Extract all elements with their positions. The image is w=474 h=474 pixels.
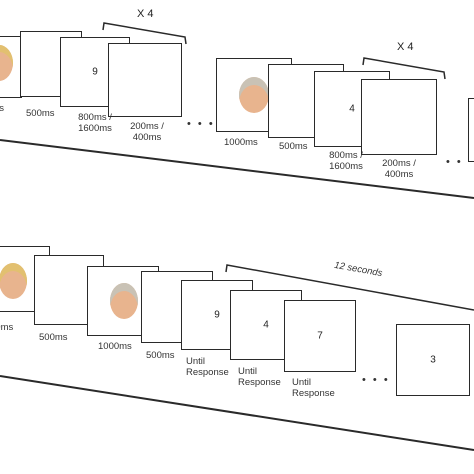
top-label-8: 200ms / 400ms (382, 158, 416, 180)
bottom-digit-1: 9 (214, 309, 220, 321)
bottom-digit-2: 4 (263, 319, 269, 331)
bottom-label-3: 1000ms (98, 341, 132, 352)
top-label-2: 500ms (26, 108, 55, 119)
bottom-label-1: 00ms (0, 322, 14, 333)
top-timeline (0, 139, 474, 199)
bottom-label-7: Until Response (292, 377, 335, 399)
bottom-digit-3: 7 (317, 330, 323, 342)
top-digit-1: 9 (92, 66, 98, 78)
top-ellipsis-1: • • • (187, 118, 215, 130)
top-label-7: 800ms / 1600ms (329, 150, 363, 172)
top-frame-partial (468, 98, 474, 162)
repeat-label-1: X 4 (137, 8, 154, 20)
bottom-label-5: Until Response (186, 356, 229, 378)
top-label-6: 500ms (279, 141, 308, 152)
face-blonde-icon (0, 263, 27, 299)
face-older-man-icon (239, 77, 269, 113)
bottom-label-6: Until Response (238, 366, 281, 388)
bottom-ellipsis: • • • (362, 374, 390, 386)
bottom-label-4: 500ms (146, 350, 175, 361)
bracket-repeat-1 (102, 22, 187, 45)
bracket-duration (225, 264, 474, 311)
bottom-frame-digit-4: 3 (396, 324, 470, 396)
top-ellipsis-2: • • (446, 156, 463, 168)
face-blonde-icon (0, 45, 13, 81)
bottom-timeline (0, 375, 474, 451)
bottom-frame-digit-3: 7 (284, 300, 356, 372)
top-label-3: 800ms / 1600ms (78, 112, 112, 134)
repeat-label-2: X 4 (397, 41, 414, 53)
face-older-man-icon (110, 283, 138, 319)
top-digit-2: 4 (349, 103, 355, 115)
bracket-repeat-2 (362, 57, 446, 80)
bottom-digit-4: 3 (430, 354, 436, 366)
top-label-4: 200ms / 400ms (130, 121, 164, 143)
top-label-5: 1000ms (224, 137, 258, 148)
top-label-1: 0ms (0, 103, 4, 114)
top-frame-mask-1 (108, 43, 182, 117)
bottom-label-2: 500ms (39, 332, 68, 343)
top-frame-face-1 (0, 36, 22, 98)
top-frame-mask-2 (361, 79, 437, 155)
